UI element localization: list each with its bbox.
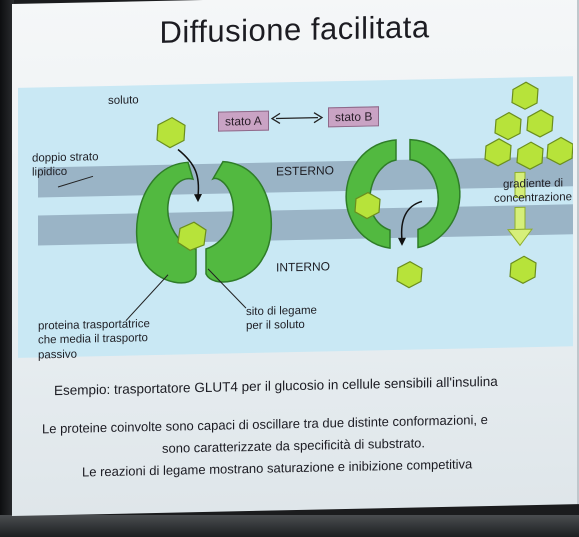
released-solute [396,260,423,289]
projector-edge-left [0,0,14,537]
free-solute [156,116,186,149]
binding-site-label: sito di legame per il soluto [246,304,317,333]
transporter-state-a [135,160,273,284]
state-b-label: stato B [328,106,380,128]
projector-edge-bottom [0,515,579,537]
example-text: Esempio: trasportatore GLUT4 per il gluc… [54,373,498,399]
note-line-2: sono caratterizzate da specificità di su… [162,435,426,456]
exterior-label: ESTERNO [276,163,335,179]
slide-title: Diffusione facilitata [159,9,430,50]
diagram-panel: soluto doppio strato lipidico stato A st… [18,76,573,361]
note-line-3: Le reazioni di legame mostrano saturazio… [82,456,473,480]
solute-label: soluto [108,94,139,107]
solute-cluster [484,81,573,170]
transporter-protein-label: proteina trasportatrice che media il tra… [38,318,150,362]
facilitated-diffusion-diagram [38,81,573,321]
transporter-state-b [345,138,461,249]
note-line-1: Le proteine coinvolte sono capaci di osc… [42,412,488,437]
state-a-label: stato A [218,110,269,132]
membrane-inner-layer [38,204,573,246]
bound-solute [177,221,207,251]
presentation-slide: Diffusione facilitata [12,0,579,516]
interior-label: INTERNO [276,259,330,275]
bilayer-label: doppio strato lipidico [32,151,99,179]
gradient-label: gradiente di concentrazione [494,177,572,206]
